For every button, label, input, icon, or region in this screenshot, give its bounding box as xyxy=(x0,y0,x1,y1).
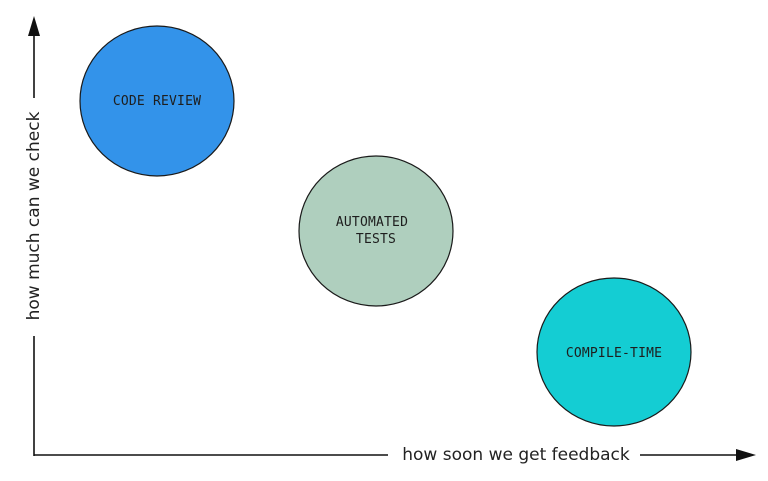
bubble-compile-time-label: COMPILE-TIME xyxy=(566,346,662,361)
bubble-code-review-circle xyxy=(79,25,235,177)
y-axis-arrowhead xyxy=(28,16,40,36)
y-axis-label: how much can we check xyxy=(24,111,44,320)
x-axis: how soon we get feedback xyxy=(34,445,756,465)
bubble-automated-tests-circle xyxy=(298,155,454,307)
bubble-compile-time: COMPILE-TIME xyxy=(536,277,692,427)
bubble-compile-time-label-line-1: COMPILE-TIME xyxy=(566,346,662,361)
x-axis-label: how soon we get feedback xyxy=(402,445,630,465)
bubble-automated-tests-label-line-1: AUTOMATED xyxy=(336,215,408,230)
x-axis-arrowhead xyxy=(736,449,756,461)
bubble-code-review: CODE REVIEW xyxy=(79,25,235,177)
y-axis: how much can we check xyxy=(24,16,44,456)
bubble-compile-time-circle xyxy=(536,277,692,427)
bubble-automated-tests-label: AUTOMATED TESTS xyxy=(336,215,416,247)
bubble-code-review-label: CODE REVIEW xyxy=(113,94,201,109)
bubble-automated-tests: AUTOMATED TESTS xyxy=(298,155,454,307)
bubble-code-review-label-line-1: CODE REVIEW xyxy=(113,94,201,109)
bubble-automated-tests-label-line-2: TESTS xyxy=(356,232,396,247)
